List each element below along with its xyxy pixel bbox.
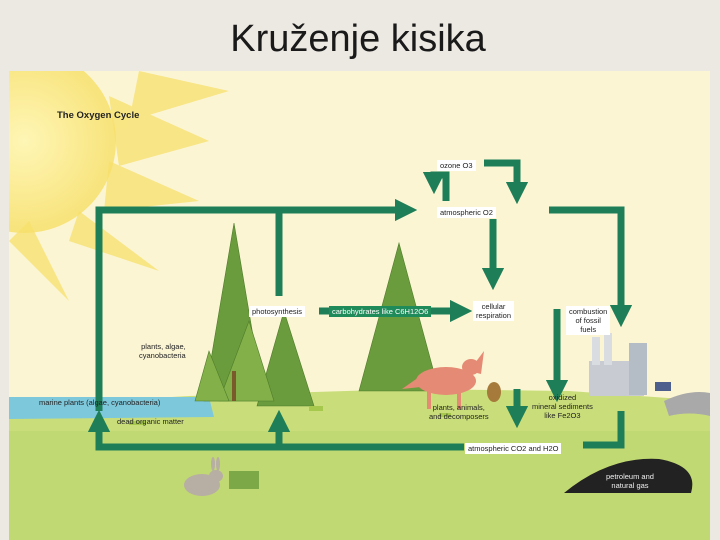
marine-plants-label: marine plants (algae, cyanobacteria) (39, 398, 161, 407)
groundhog-icon (487, 382, 501, 402)
water (9, 397, 214, 419)
oxidized-sediments-label: oxidized mineral sediments like Fe2O3 (532, 393, 593, 420)
diagram-heading: The Oxygen Cycle (57, 110, 140, 121)
truck-icon (655, 382, 671, 391)
dead-matter-label: dead organic matter (117, 417, 184, 426)
atmospheric-o2-label: atmospheric O2 (437, 207, 496, 218)
oxygen-cycle-diagram: The Oxygen Cycle ozone O3 atmospheric O2… (9, 71, 710, 540)
rabbit-icon (184, 457, 223, 496)
carbohydrates-label: carbohydrates like C6H12O6 (329, 306, 432, 317)
petroleum-label: petroleum and natural gas (606, 472, 654, 490)
cellular-respiration-label: cellular respiration (473, 301, 515, 321)
combustion-label: combustion of fossil fuels (566, 306, 611, 335)
factory-icon (589, 333, 647, 396)
petroleum-deposit (564, 458, 693, 493)
atmospheric-co2-label: atmospheric CO2 and H2O (465, 443, 562, 454)
fox-icon (402, 351, 484, 409)
slide-title: Kruženje kisika (230, 18, 486, 60)
decomposers-label: plants, animals, and decomposers (429, 403, 489, 421)
ozone-label: ozone O3 (437, 160, 476, 171)
photosynthesis-label: photosynthesis (249, 306, 306, 317)
plants-algae-label: plants, algae, cyanobacteria (139, 342, 186, 360)
sun-icon (9, 71, 229, 301)
